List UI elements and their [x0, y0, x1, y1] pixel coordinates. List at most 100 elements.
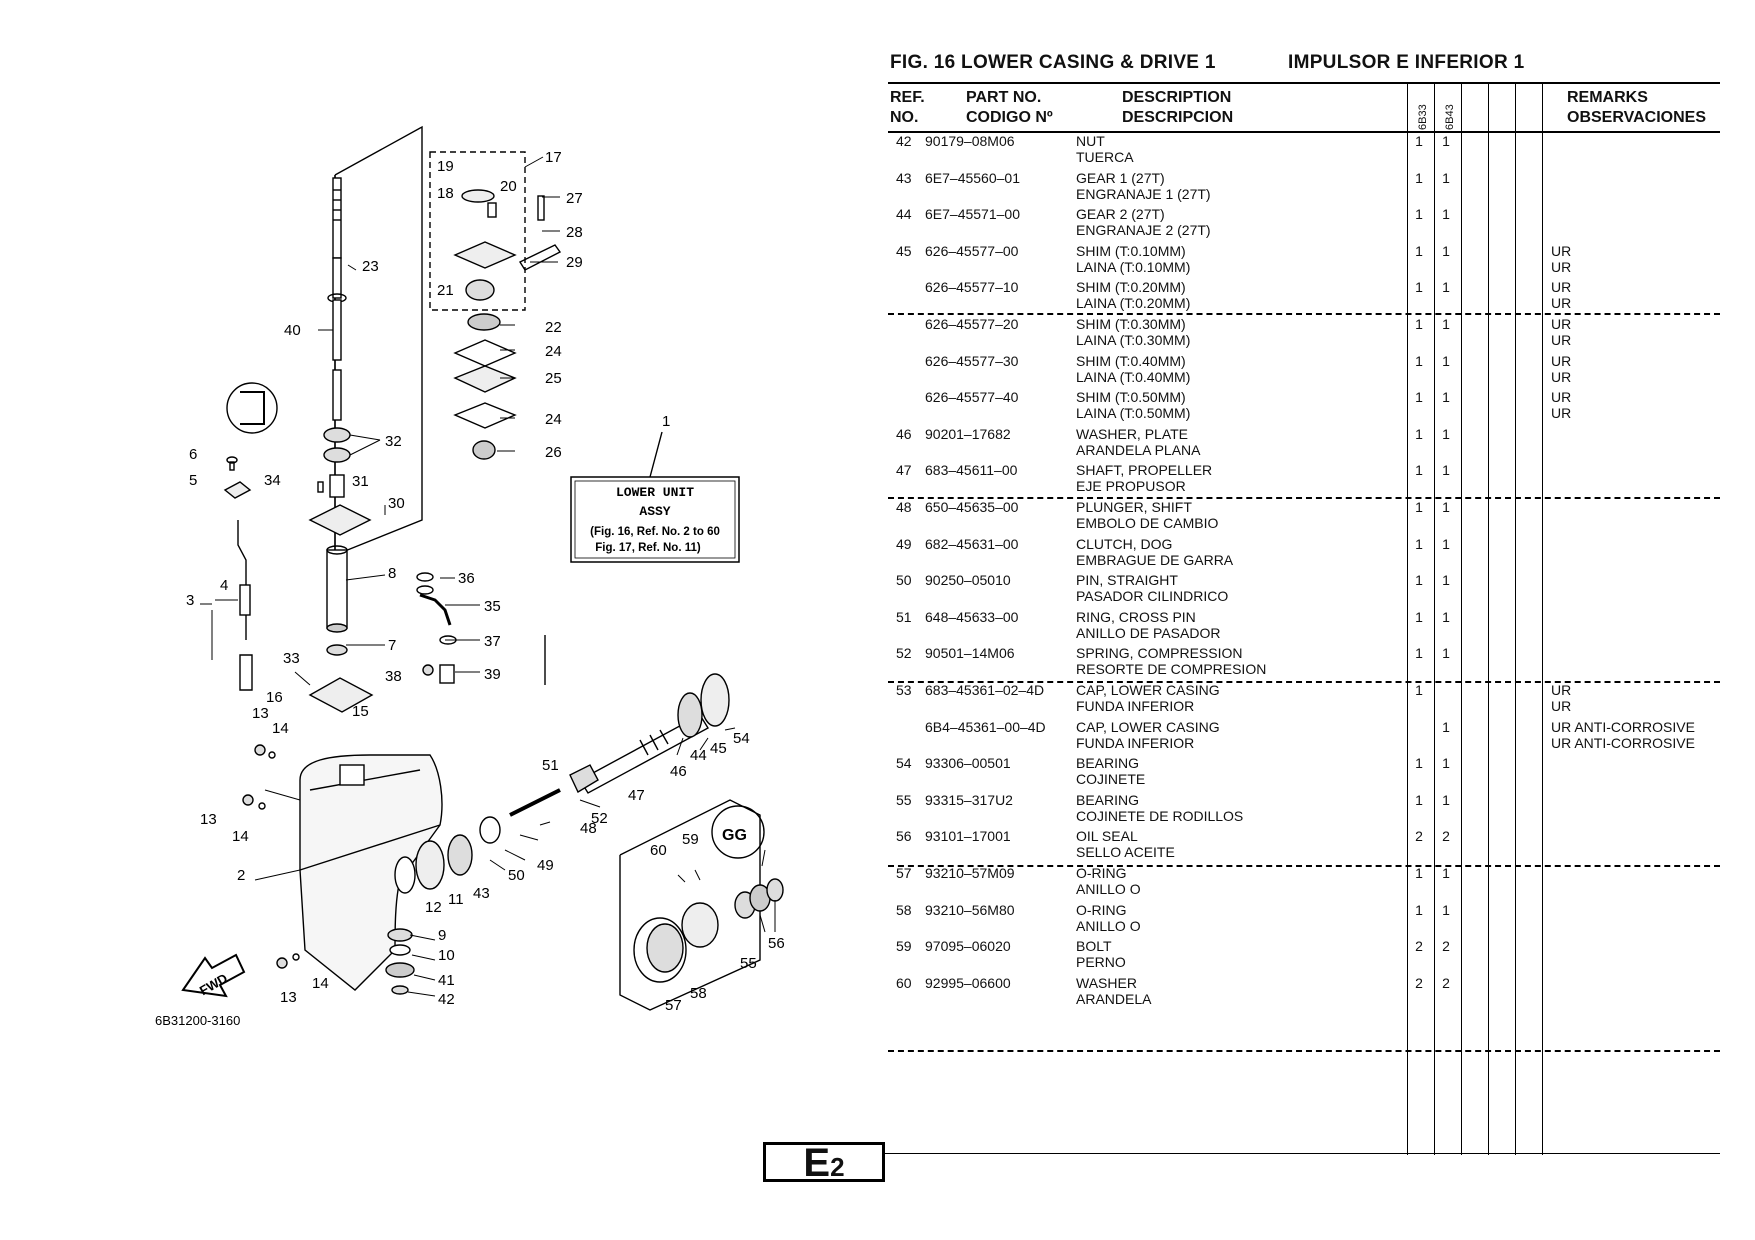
column-rule [1488, 82, 1489, 1155]
callout-label: 14 [312, 975, 329, 992]
small-hardware [223, 456, 300, 969]
page-code: E [803, 1141, 831, 1185]
callout-label: 4 [220, 577, 228, 594]
bearing-housing-30 [308, 474, 372, 536]
gear-43-stack [394, 834, 473, 894]
header-part-no: PART NO.CODIGO Nº [966, 89, 1053, 126]
callout-label: 46 [670, 763, 687, 780]
callout-label: 24 [545, 343, 562, 360]
page-number: 2 [830, 1152, 845, 1182]
table-top-rule [888, 82, 1720, 84]
callout-label: 6 [189, 446, 197, 463]
callout-label: 2 [237, 867, 245, 884]
lower-casing-cap-53 [633, 878, 784, 983]
drawing-code: 6B31200-3160 [155, 1013, 240, 1028]
callout-label: 31 [352, 473, 369, 490]
group-separator [888, 497, 1720, 499]
callout-label: 37 [484, 633, 501, 650]
shift-plunger-48 [509, 788, 561, 817]
callout-label: 44 [690, 747, 707, 764]
callout-label: 28 [566, 224, 583, 241]
callout-label: 26 [545, 444, 562, 461]
callout-label: 60 [650, 842, 667, 859]
callout-label: 13 [200, 811, 217, 828]
bearing-32 [323, 427, 351, 463]
callout-label: 21 [437, 282, 454, 299]
callout-label: 32 [385, 433, 402, 450]
callout-label: 36 [458, 570, 475, 587]
exploded-parts-diagram: GG FWD LOWER UNIT ASSY (Fig. 16, Ref. No… [155, 125, 785, 1028]
fwd-arrow-icon: FWD [181, 953, 246, 998]
figure-title-es: IMPULSOR E INFERIOR 1 [1288, 52, 1525, 73]
shift-lever-parts [416, 572, 457, 684]
callout-label: 20 [500, 178, 517, 195]
group-separator [888, 865, 1720, 867]
column-rule [1434, 82, 1435, 1155]
callout-label: 47 [628, 787, 645, 804]
group-separator [888, 1050, 1720, 1052]
callout-label: 51 [542, 757, 559, 774]
callout-label: 41 [438, 972, 455, 989]
group-separator [888, 313, 1720, 315]
callout-label: 50 [508, 867, 525, 884]
assy-label-4: Fig. 17, Ref. No. 11) [595, 542, 701, 554]
callout-label: 3 [186, 592, 194, 609]
column-rule [1407, 82, 1408, 1155]
callout-label: 11 [448, 891, 464, 908]
callout-label: 58 [690, 985, 707, 1002]
callout-label: 9 [438, 927, 446, 944]
callout-label: 12 [425, 899, 442, 916]
water-pump-parts [453, 189, 562, 460]
callout-label: 57 [665, 997, 682, 1014]
callout-label: 17 [545, 149, 562, 166]
clutch-ring-51 [479, 816, 501, 844]
group-separator [888, 681, 1720, 683]
shift-rod-3 [237, 520, 253, 691]
figure-title: FIG. 16 LOWER CASING & DRIVE 1 IMPULSOR … [890, 52, 1524, 74]
callout-label: 13 [252, 705, 269, 722]
callout-label: 40 [284, 322, 301, 339]
gear-44 [677, 673, 730, 738]
callout-label: 14 [272, 720, 289, 737]
figure-title-en: FIG. 16 LOWER CASING & DRIVE 1 [890, 52, 1216, 73]
pinion-stack [385, 928, 415, 995]
callout-label: 48 [580, 820, 597, 837]
callout-label: 54 [733, 730, 750, 747]
callout-label: 52 [591, 810, 608, 827]
callout-label: 35 [484, 598, 501, 615]
callout-label: 38 [385, 668, 402, 685]
callout-label: 22 [545, 319, 562, 336]
cap-assembly-frame [619, 799, 761, 1011]
callout-label: 55 [740, 955, 757, 972]
header-model-6b43: 6B43 [1444, 104, 1456, 130]
callout-label: 30 [388, 495, 405, 512]
propeller-shaft-47 [569, 714, 709, 794]
callout-label: 45 [710, 740, 727, 757]
leader-lines [200, 156, 776, 997]
callout-label: 24 [545, 411, 562, 428]
callout-label: 1 [662, 413, 670, 430]
callout-label: 7 [388, 637, 396, 654]
svg-text:GG: GG [722, 827, 747, 844]
callout-label: 23 [362, 258, 379, 275]
sealant-symbol-icon [226, 382, 278, 434]
header-ref: REF.NO. [890, 89, 925, 126]
callout-label: 16 [266, 689, 283, 706]
drive-shaft [327, 177, 347, 421]
assembly-frame-lines [334, 125, 546, 685]
part-number-labels: 1 2 3 4 5 6 7 8 9 10 11 12 13 13 13 14 1… [186, 149, 785, 1014]
assy-label-2: ASSY [639, 504, 670, 519]
callout-label: 14 [232, 828, 249, 845]
